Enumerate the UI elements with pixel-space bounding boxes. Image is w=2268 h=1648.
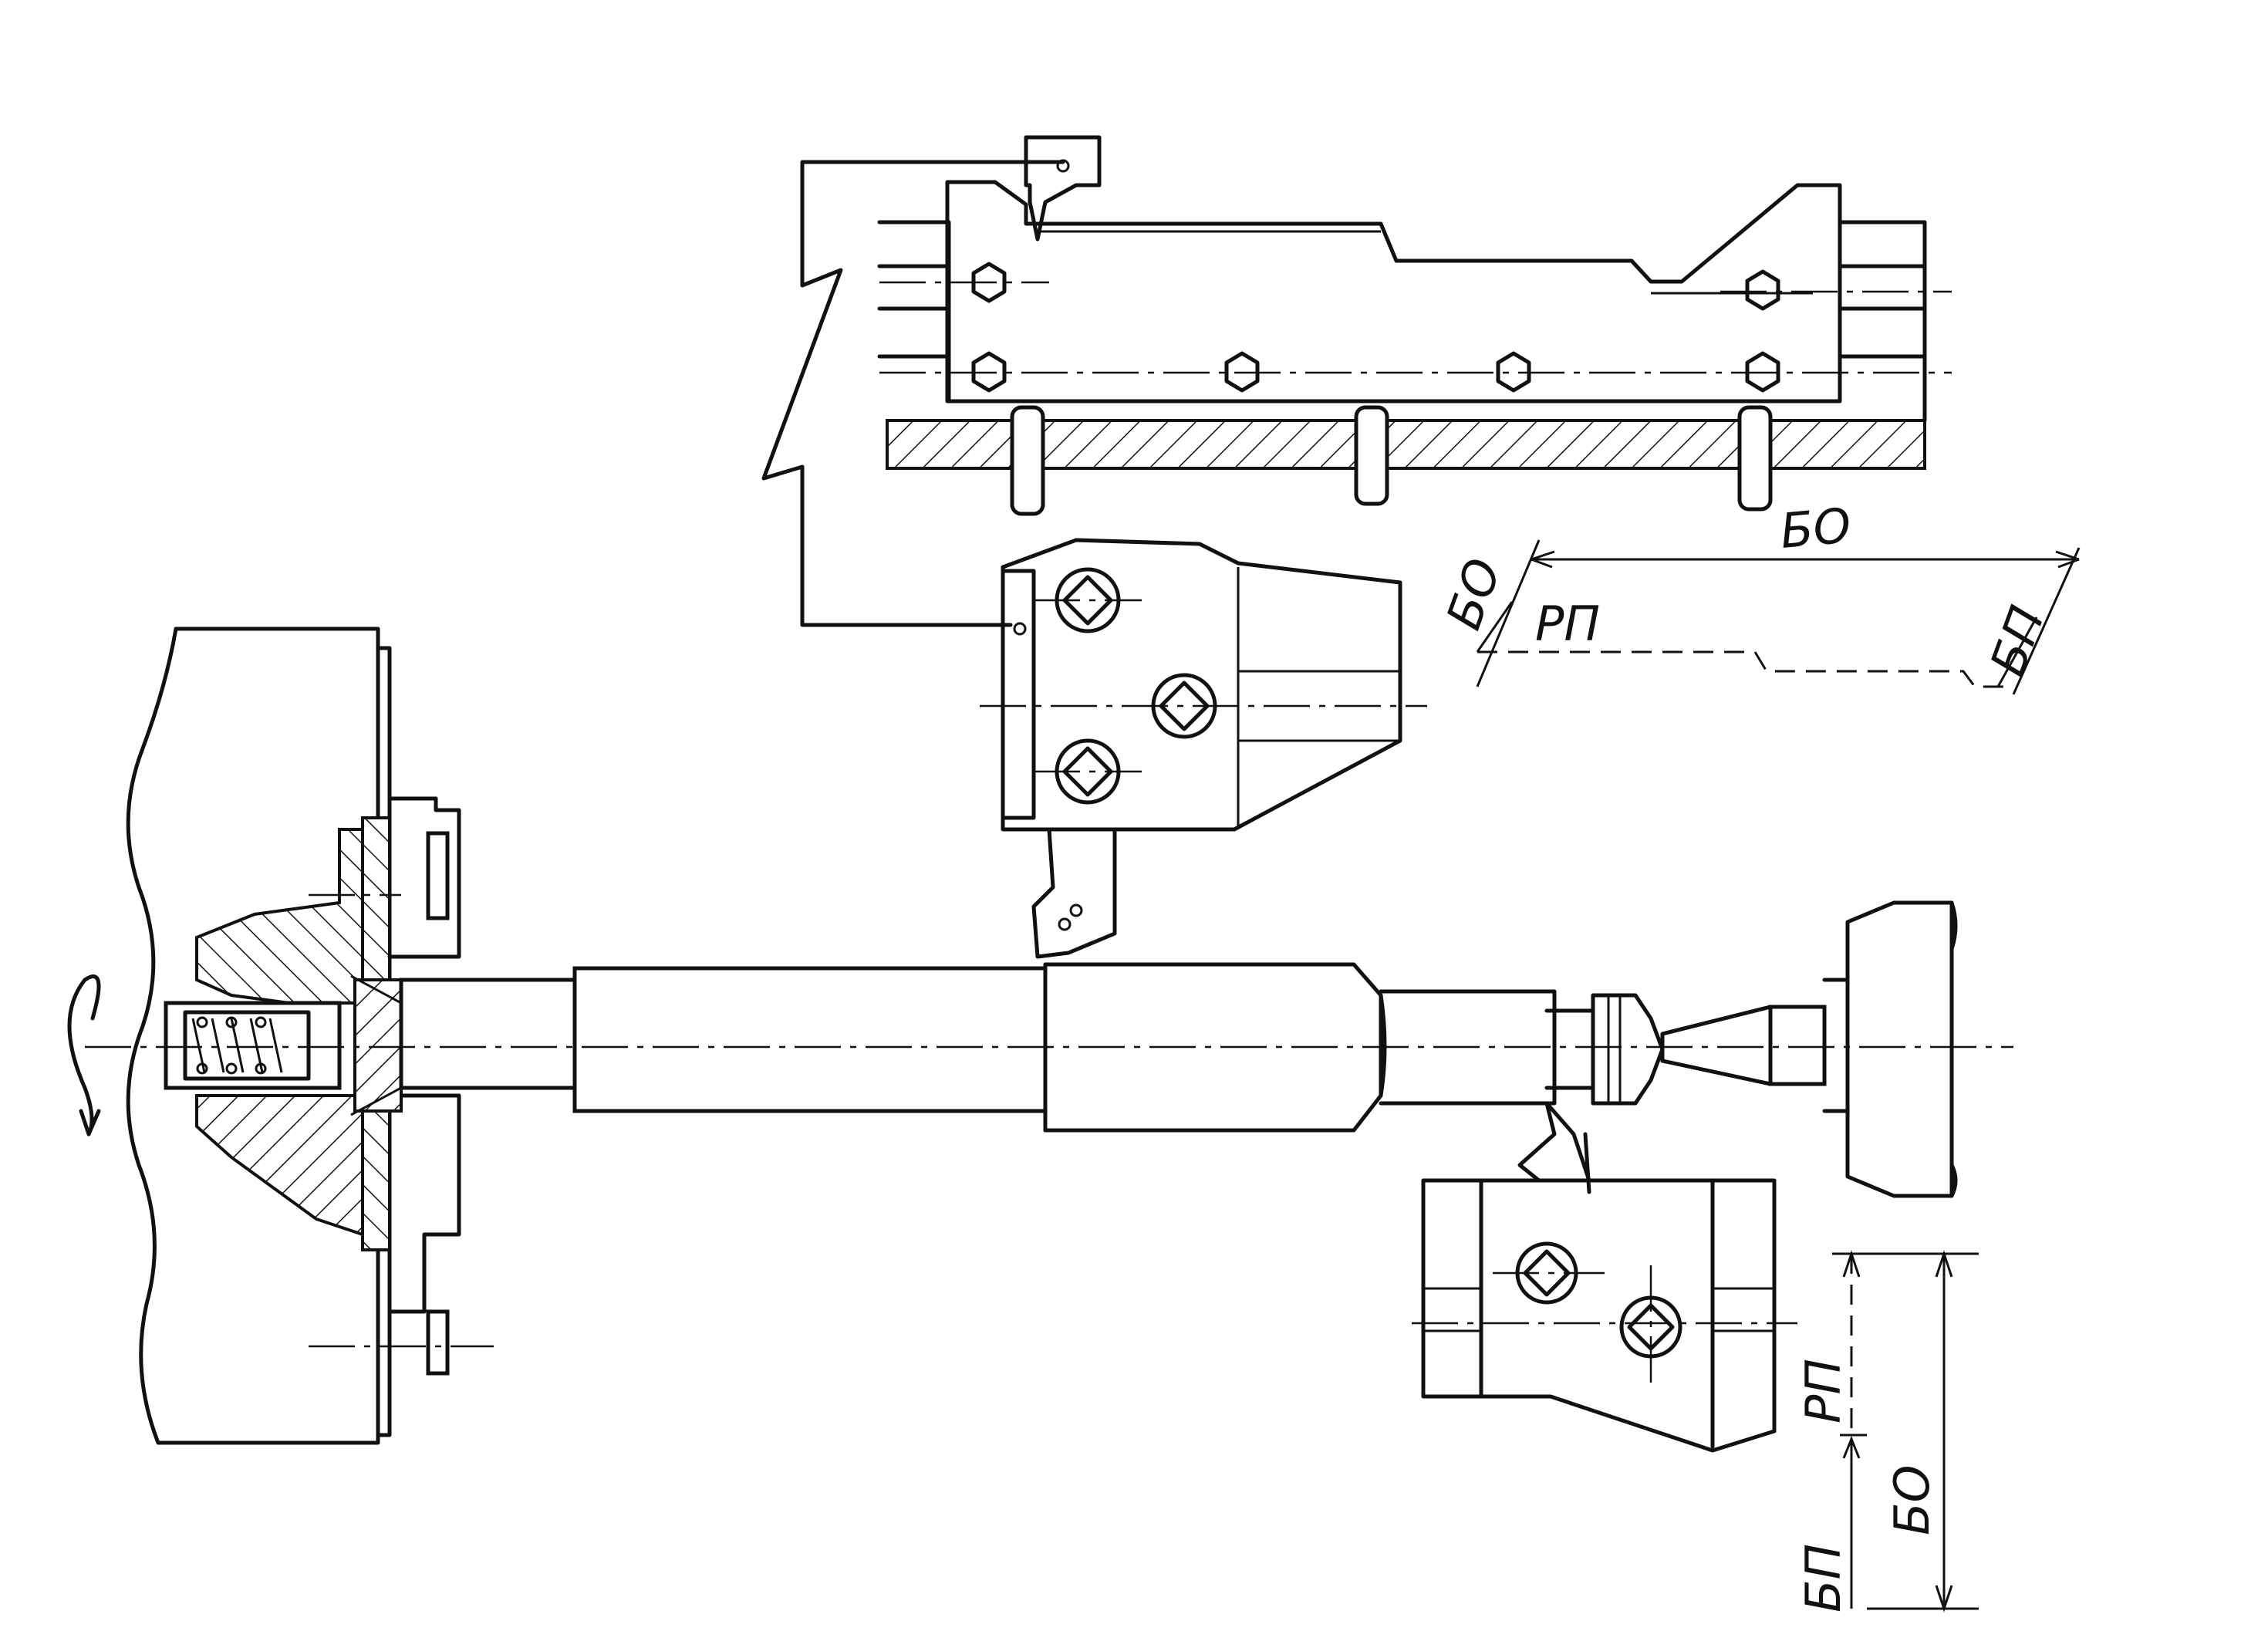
- hex-bolt: [971, 351, 1007, 393]
- lower-toolholder: [1412, 1101, 1797, 1453]
- hex-bolt: [1745, 269, 1780, 311]
- dimension-label-bp-right: БП: [1795, 1544, 1851, 1613]
- hex-bolt: [971, 262, 1007, 303]
- headstock: [67, 626, 494, 1445]
- dimension-label-rp-right: РП: [1795, 1359, 1851, 1423]
- dimension-label-bo-right: БО: [1884, 1465, 1940, 1535]
- dimension-label-bo-top: БО: [1778, 497, 1853, 559]
- hex-bolt: [1496, 351, 1531, 393]
- hex-bolt: [1224, 351, 1260, 393]
- hex-bolt: [1745, 351, 1780, 393]
- top-fixture: [877, 135, 1952, 516]
- tailstock: [1660, 900, 1958, 1198]
- dimension-label-rp-top: РП: [1535, 596, 1600, 652]
- upper-toolholder: [980, 538, 1427, 959]
- dimension-scheme-bottom: [1832, 1250, 1979, 1613]
- dimension-scheme-top: [1476, 539, 2081, 695]
- dimension-label-bo-top-left: БО: [1435, 551, 1512, 637]
- connection-line: [761, 160, 1065, 627]
- dimension-label-bp-top: БП: [1979, 599, 2055, 683]
- workpiece-shaft: [399, 962, 1665, 1133]
